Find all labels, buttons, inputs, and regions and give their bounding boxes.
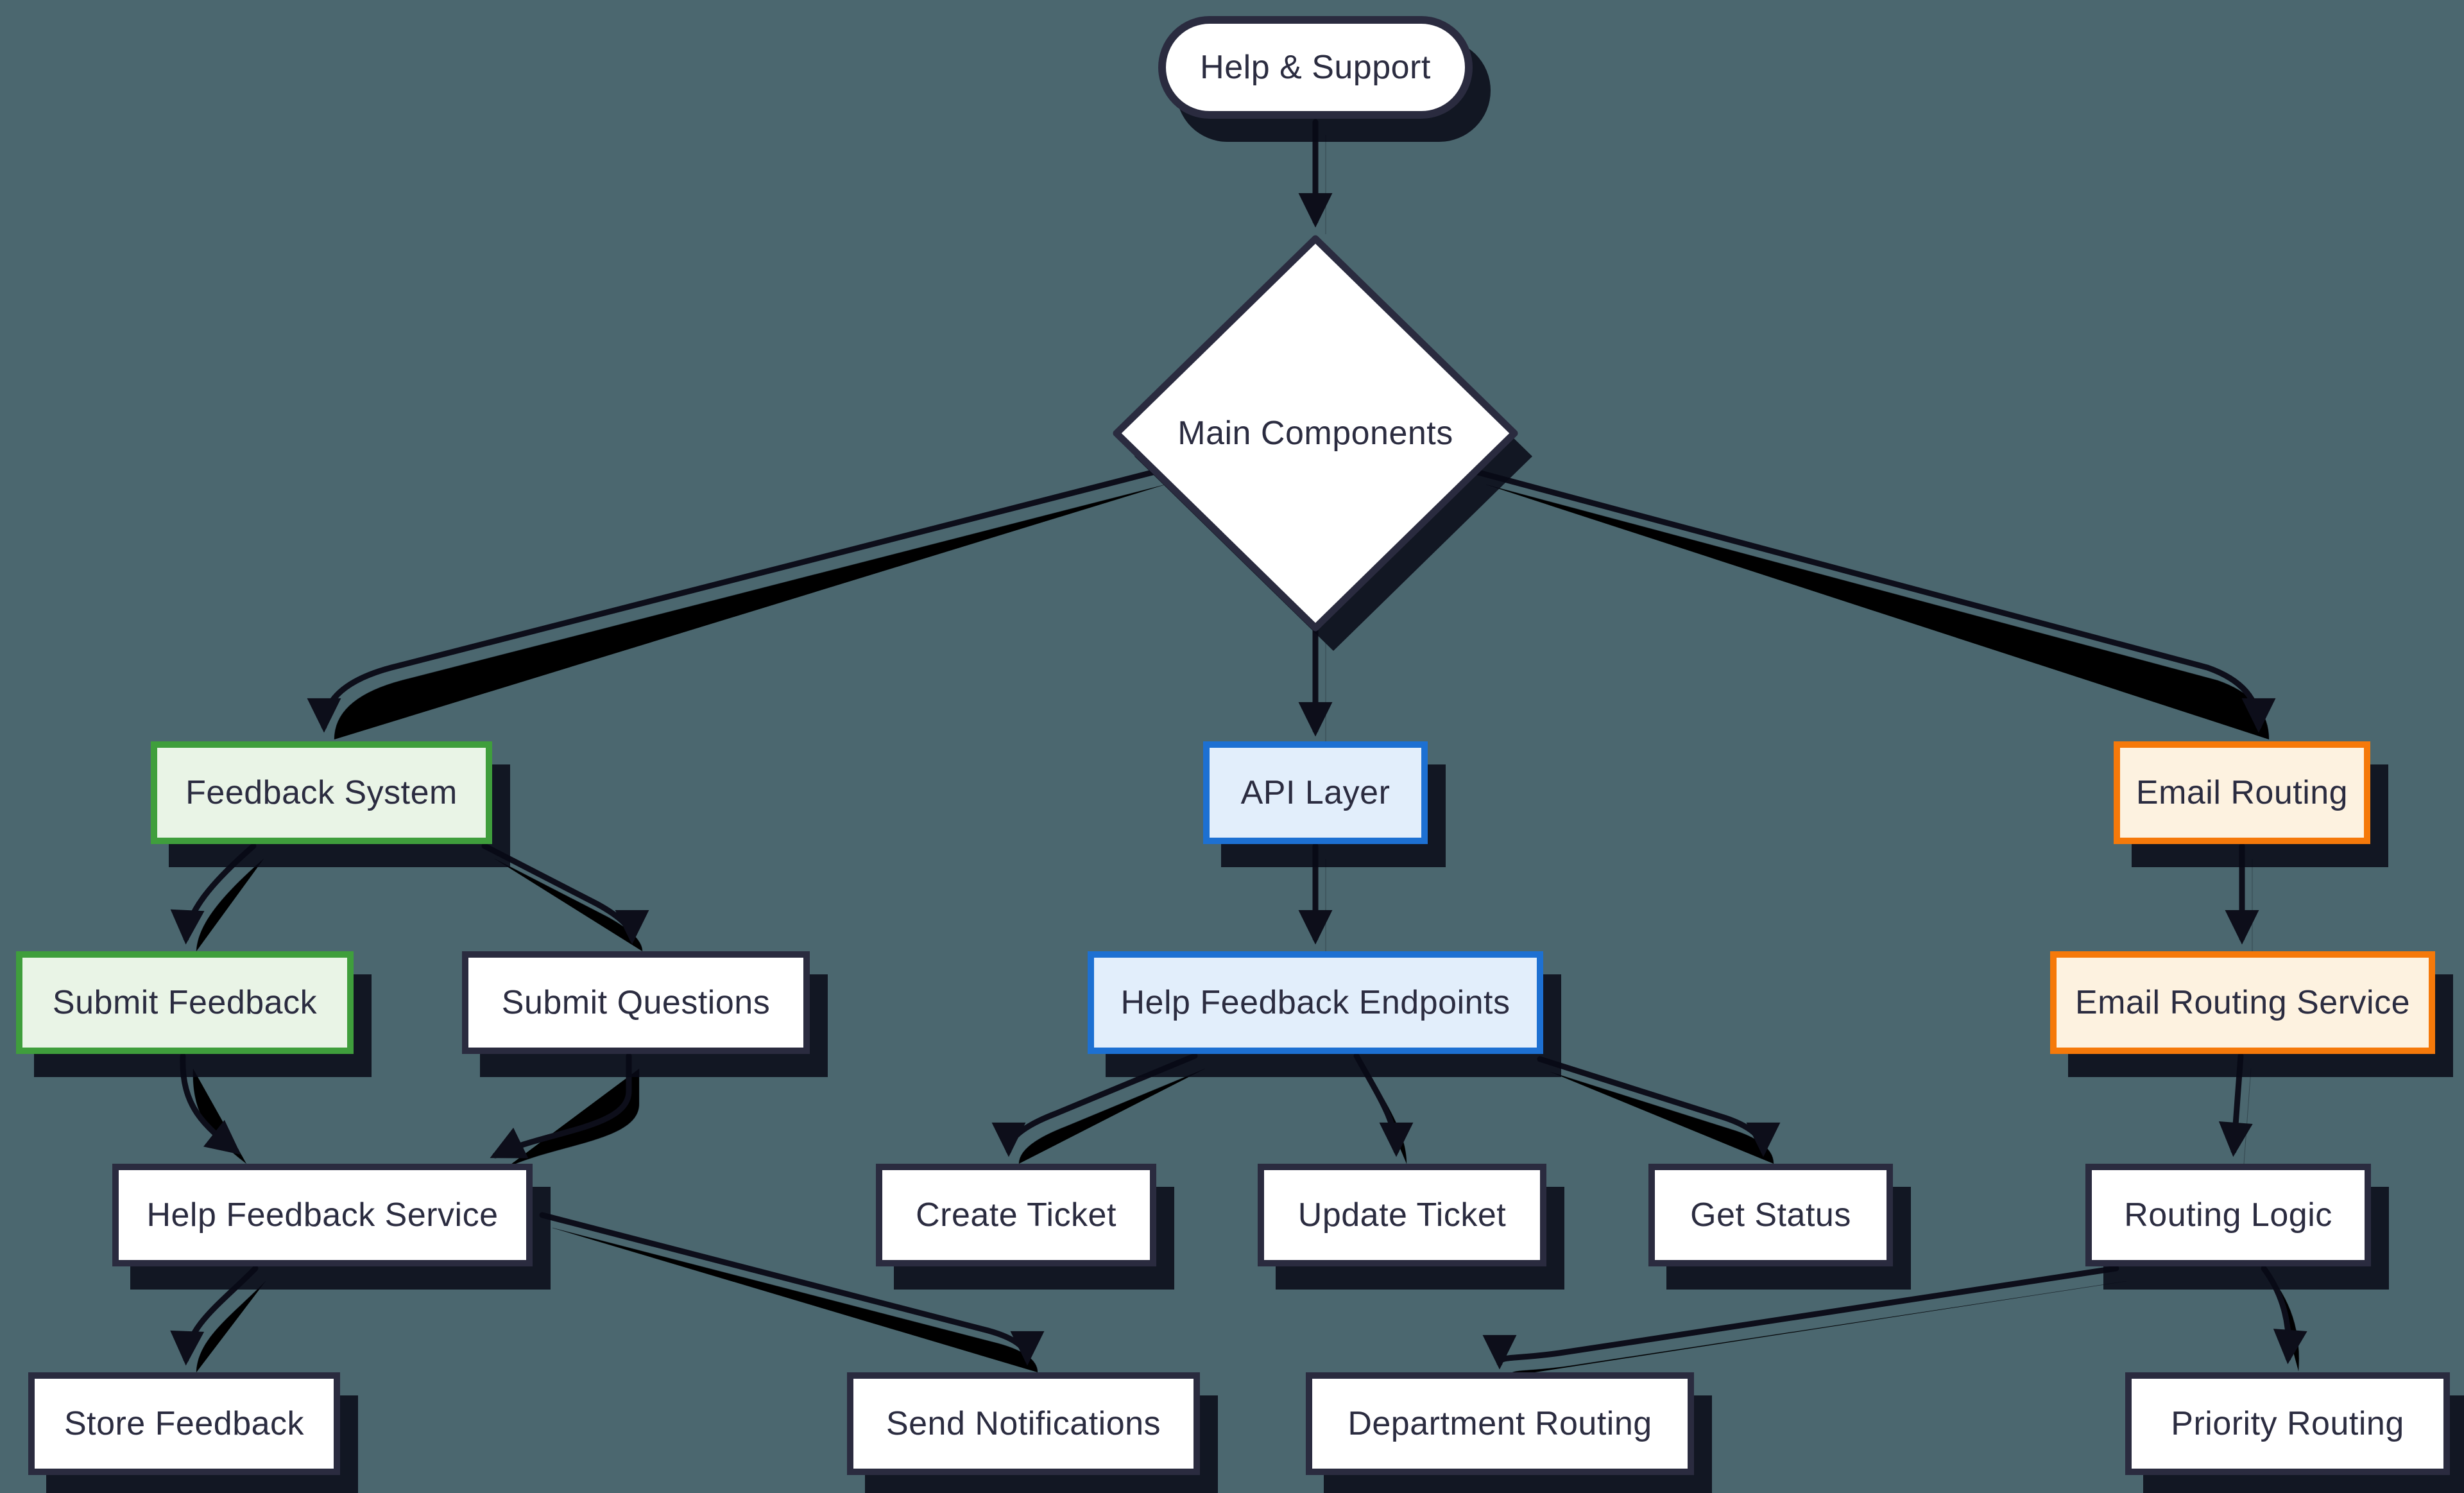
node-label: API Layer bbox=[1240, 774, 1390, 811]
edge-shadow bbox=[1018, 1068, 1206, 1164]
edge-endpoints-to-get-status bbox=[1537, 1056, 1781, 1157]
node-label: Help & Support bbox=[1200, 49, 1431, 86]
node-label: Priority Routing bbox=[2171, 1405, 2404, 1442]
node-label: Create Ticket bbox=[916, 1196, 1116, 1234]
edge-feedback-system-to-submit-questions bbox=[481, 843, 649, 945]
node-help-feedback-endpoints: Help Feedback Endpoints bbox=[1088, 951, 1543, 1054]
node-main-components-label: Main Components bbox=[1116, 382, 1514, 485]
edge-routing-logic-to-priority-routing bbox=[2261, 1265, 2307, 1365]
node-label: Department Routing bbox=[1348, 1405, 1652, 1442]
node-label: Send Notifications bbox=[886, 1405, 1161, 1442]
node-label: Submit Feedback bbox=[52, 984, 318, 1021]
node-label: Get Status bbox=[1690, 1196, 1851, 1234]
edge-routing-logic-to-department-routing bbox=[1482, 1265, 2119, 1370]
diamond-shape bbox=[1113, 235, 1532, 651]
edge-submit-questions-to-help-feedback-service bbox=[490, 1053, 632, 1159]
node-submit-questions: Submit Questions bbox=[462, 951, 810, 1054]
node-api-layer: API Layer bbox=[1203, 741, 1428, 844]
node-priority-routing: Priority Routing bbox=[2125, 1372, 2450, 1475]
edge-shadow bbox=[1550, 1071, 1774, 1164]
edge-shadow bbox=[1485, 484, 2270, 740]
node-send-notifications: Send Notifications bbox=[847, 1372, 1200, 1475]
node-label: Help Feedback Service bbox=[146, 1196, 499, 1234]
edge-shadow bbox=[334, 484, 1166, 740]
edge-help-feedback-service-to-send-notifications bbox=[539, 1212, 1045, 1366]
node-get-status: Get Status bbox=[1648, 1164, 1893, 1266]
node-feedback-system: Feedback System bbox=[151, 741, 492, 844]
edges-shadow-group bbox=[193, 135, 2300, 1377]
node-label: Submit Questions bbox=[501, 984, 771, 1021]
node-create-ticket: Create Ticket bbox=[876, 1164, 1156, 1266]
node-submit-feedback: Submit Feedback bbox=[16, 951, 354, 1054]
node-store-feedback: Store Feedback bbox=[28, 1372, 340, 1475]
diamond-main-components bbox=[1113, 235, 1518, 632]
edge-endpoints-to-create-ticket bbox=[991, 1053, 1198, 1157]
edge-submit-feedback-to-help-feedback-service bbox=[180, 1053, 241, 1155]
node-label: Update Ticket bbox=[1297, 1196, 1507, 1234]
node-label: Main Components bbox=[1177, 415, 1453, 452]
node-label: Feedback System bbox=[185, 774, 458, 811]
edge-shadow bbox=[505, 1069, 640, 1169]
node-update-ticket: Update Ticket bbox=[1258, 1164, 1546, 1266]
edge-main-components-to-email-routing bbox=[1473, 469, 2276, 733]
edges-group bbox=[170, 119, 2307, 1370]
node-help-feedback-service: Help Feedback Service bbox=[112, 1164, 533, 1266]
node-email-routing: Email Routing bbox=[2114, 741, 2370, 844]
edge-shadow bbox=[196, 858, 264, 952]
edge-shadow bbox=[2243, 1068, 2252, 1164]
edge-shadow bbox=[494, 858, 643, 952]
node-label: Routing Logic bbox=[2124, 1196, 2332, 1234]
edge-help-feedback-service-to-store-feedback bbox=[170, 1265, 259, 1366]
node-department-routing: Department Routing bbox=[1306, 1372, 1694, 1475]
edge-main-components-to-feedback-system bbox=[307, 469, 1158, 733]
node-label: Store Feedback bbox=[64, 1405, 305, 1442]
edge-email-routing-service-to-routing-logic bbox=[2218, 1053, 2253, 1157]
node-email-routing-service: Email Routing Service bbox=[2050, 951, 2435, 1054]
node-label: Email Routing Service bbox=[2075, 984, 2411, 1021]
node-routing-logic: Routing Logic bbox=[2085, 1164, 2371, 1266]
node-label: Help Feedback Endpoints bbox=[1120, 984, 1510, 1021]
node-label: Email Routing bbox=[2135, 774, 2348, 811]
edge-endpoints-to-update-ticket bbox=[1353, 1053, 1414, 1157]
node-help-support: Help & Support bbox=[1158, 16, 1473, 119]
edge-feedback-system-to-submit-feedback bbox=[170, 843, 257, 945]
edge-shadow bbox=[1509, 1281, 2127, 1377]
